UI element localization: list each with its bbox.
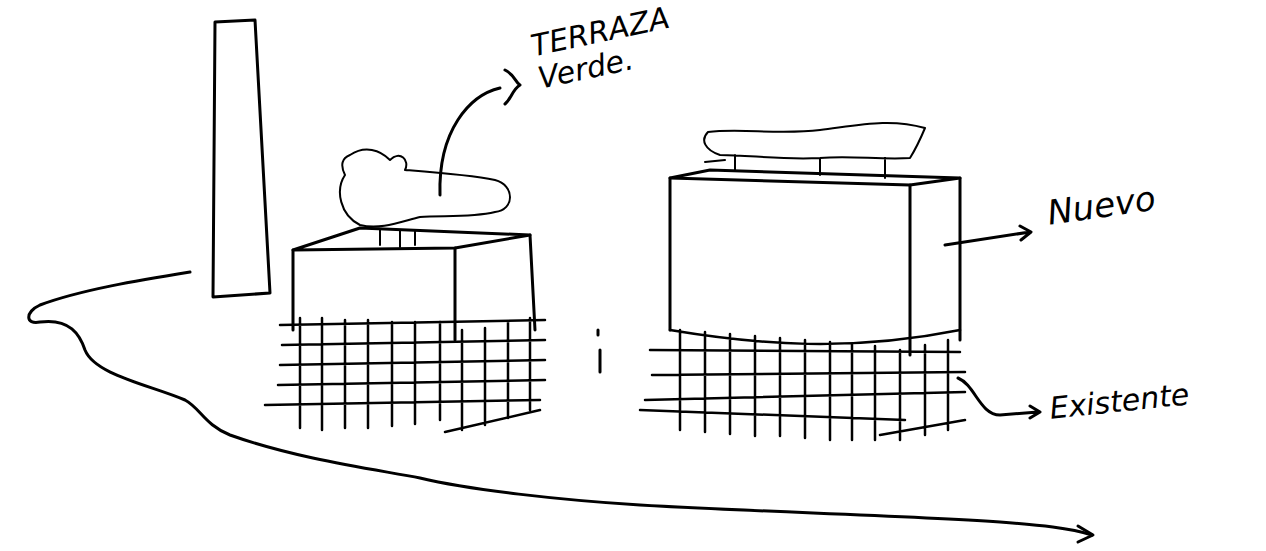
leader-bracket: [505, 70, 520, 104]
left-building-top: [293, 228, 530, 250]
ground-arrow: [1078, 526, 1093, 542]
sketch-label: Nuevo: [1045, 180, 1158, 232]
gap-mark: [598, 330, 600, 372]
right-building-grid: [640, 330, 965, 440]
right-green-roof: [704, 123, 925, 178]
leader-line: [958, 378, 1040, 418]
ground-outline: [29, 272, 1092, 535]
sketch-label: Existente: [1048, 377, 1191, 424]
chimney: [213, 20, 270, 297]
leader-line: [440, 88, 500, 195]
left-green-roof: [340, 150, 510, 247]
right-building-top: [670, 170, 960, 185]
right-building-body: [670, 178, 960, 355]
left-building-grid: [265, 318, 545, 432]
leader-arrow: [945, 226, 1031, 245]
sketch-label: TERRAZA Verde.: [528, 0, 713, 95]
